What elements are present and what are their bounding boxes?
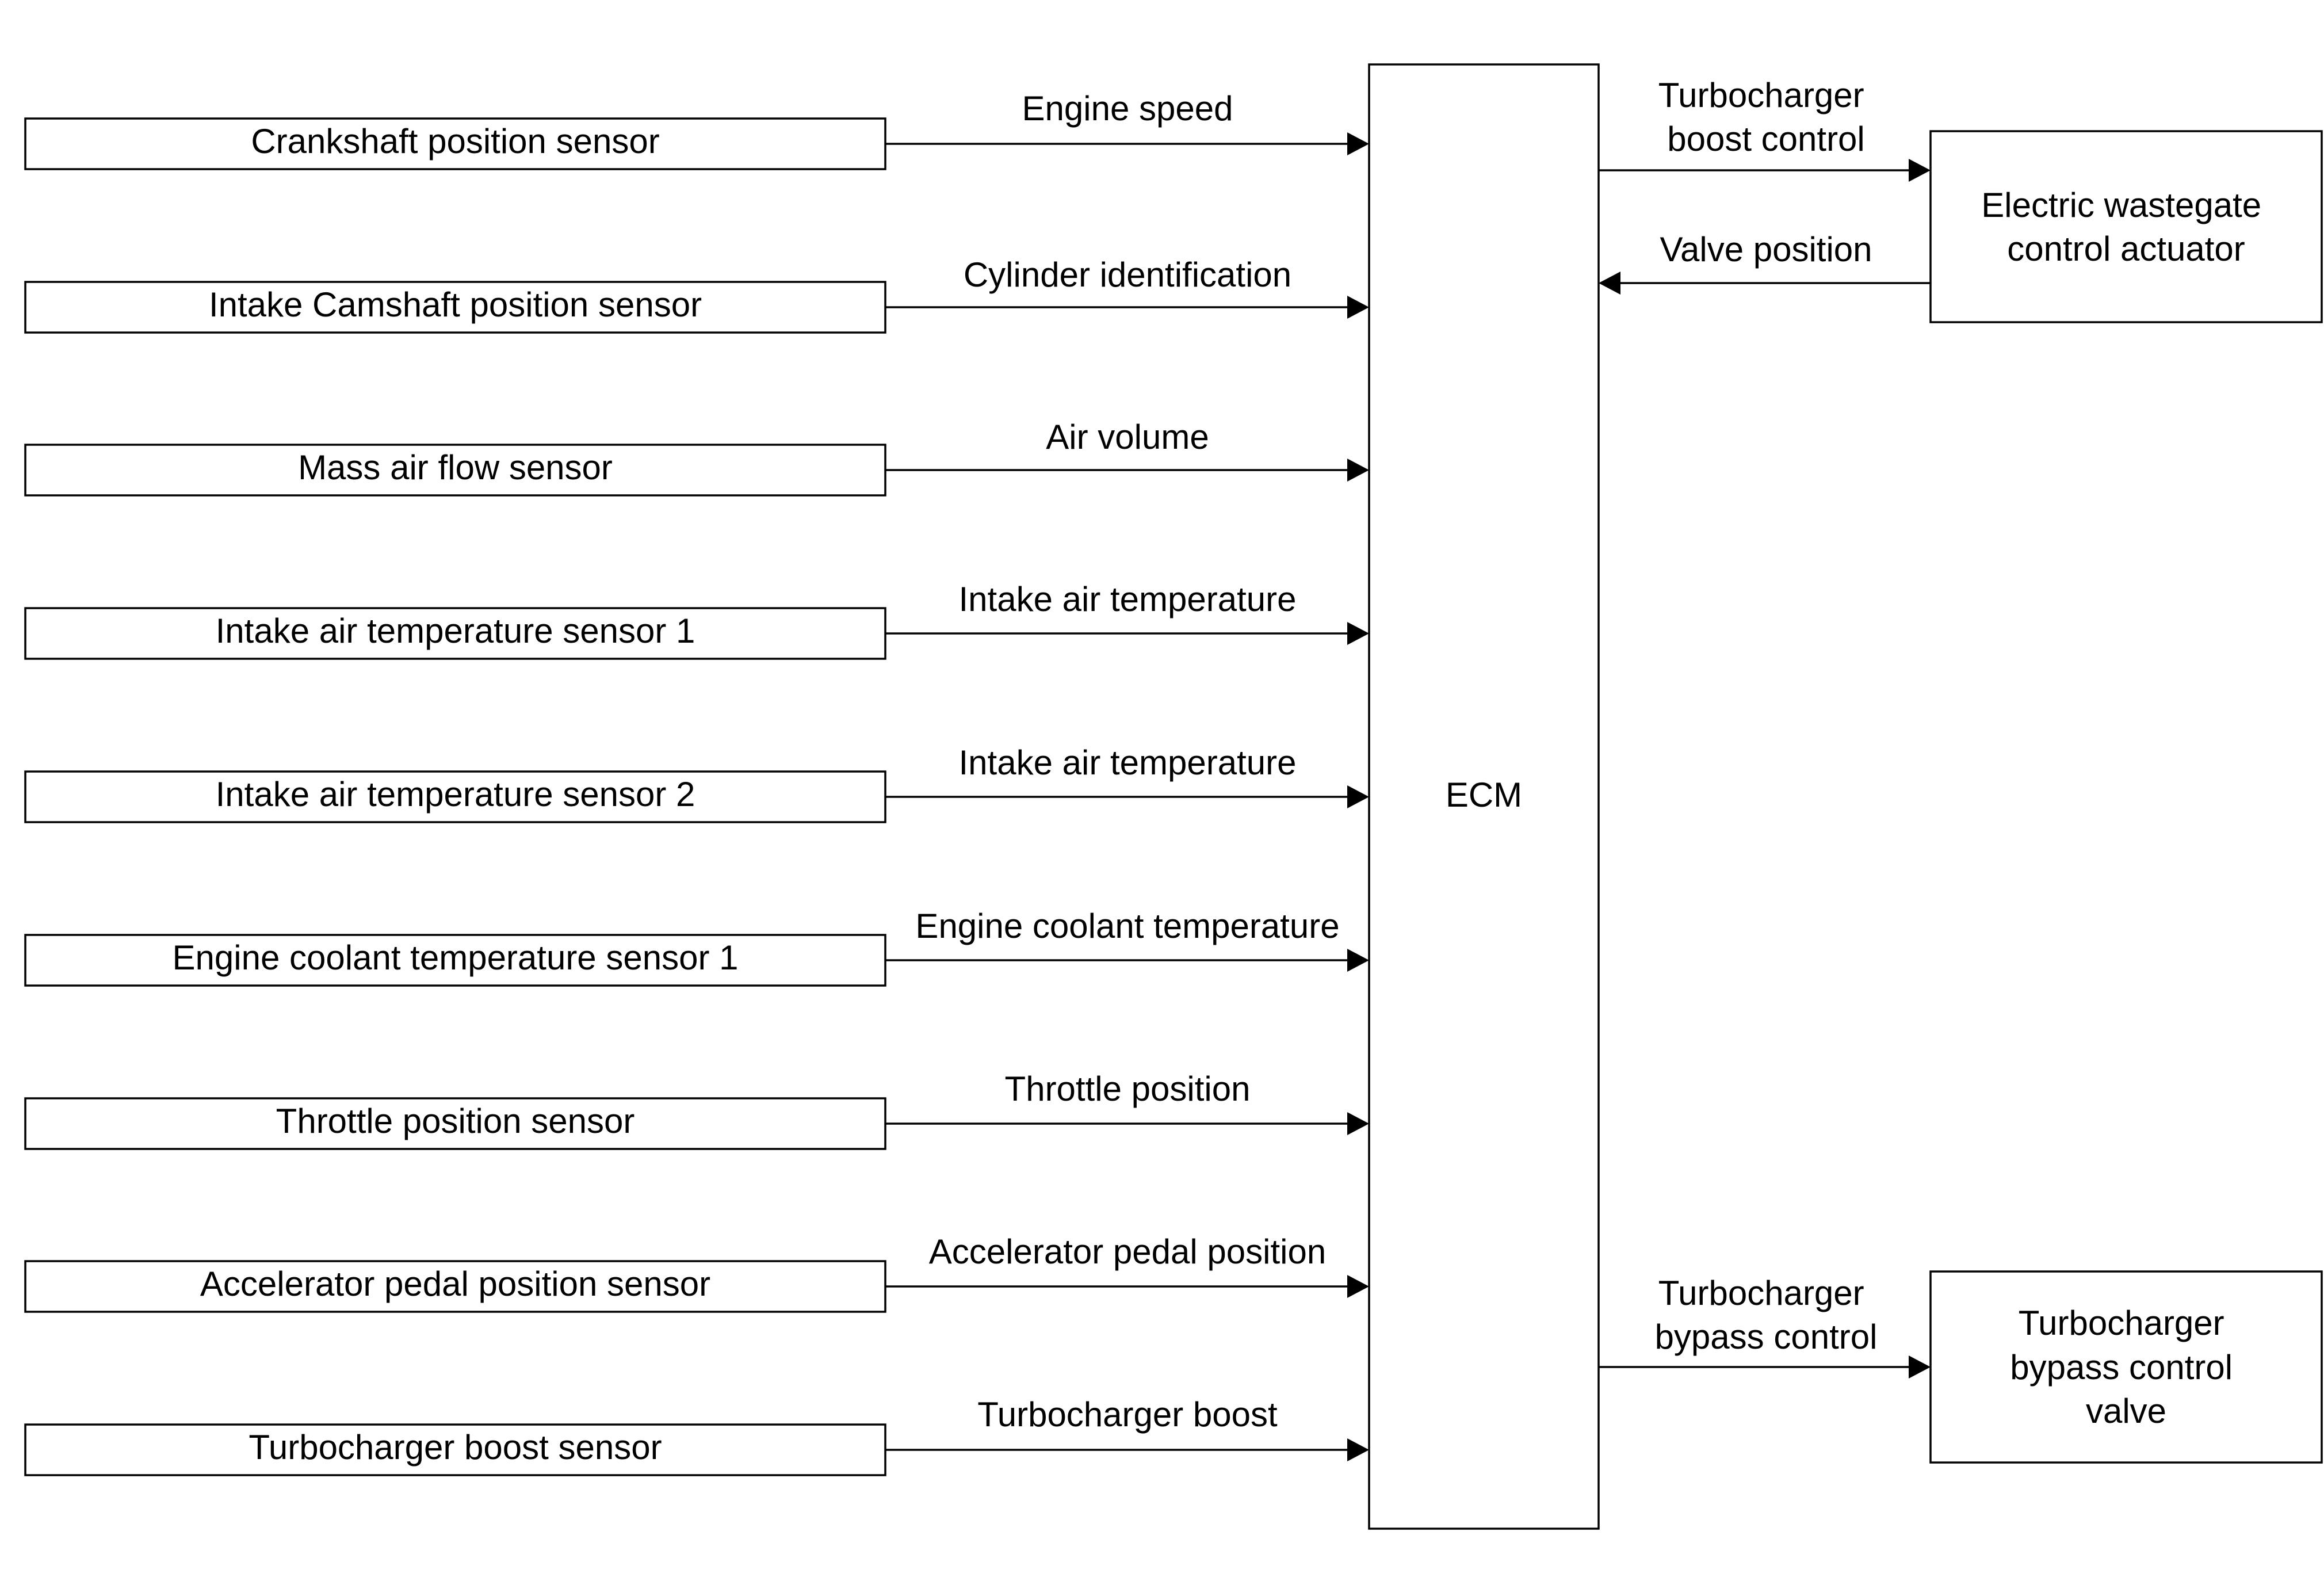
output-signal-line: bypass control xyxy=(1655,1318,1878,1356)
actuator-label-line: bypass control xyxy=(2010,1348,2233,1387)
sensor-row-intake-camshaft: Intake Camshaft position sensor Cylinder… xyxy=(24,255,1369,334)
arrowhead-icon xyxy=(1347,1112,1369,1135)
actuator-wastegate: Electric wastegate control actuator Turb… xyxy=(1599,76,2323,323)
sensor-row-turbocharger-boost: Turbocharger boost sensor Turbocharger b… xyxy=(24,1395,1369,1476)
sensor-label: Accelerator pedal position sensor xyxy=(200,1265,710,1303)
ecm-label: ECM xyxy=(1446,776,1522,814)
output-signal-line: Turbocharger xyxy=(1658,1274,1864,1312)
sensor-row-intake-air-temp-1: Intake air temperature sensor 1 Intake a… xyxy=(24,580,1369,660)
signal-label: Throttle position xyxy=(1005,1070,1251,1108)
sensor-row-engine-coolant-temp: Engine coolant temperature sensor 1 Engi… xyxy=(24,907,1369,987)
arrowhead-icon xyxy=(1599,272,1620,295)
signal-label: Intake air temperature xyxy=(959,743,1297,782)
actuator-label-line: Electric wastegate xyxy=(1981,186,2261,224)
sensor-box xyxy=(24,117,886,170)
sensor-box xyxy=(24,607,886,660)
arrowhead-icon xyxy=(1909,1355,1931,1379)
signal-label: Cylinder identification xyxy=(964,255,1291,294)
signal-label: Accelerator pedal position xyxy=(929,1232,1326,1271)
feedback-signal-label: Valve position xyxy=(1660,230,1872,269)
sensor-label: Intake air temperature sensor 1 xyxy=(216,612,695,650)
signal-label: Engine coolant temperature xyxy=(915,907,1339,945)
sensor-box xyxy=(24,770,886,823)
sensor-label: Crankshaft position sensor xyxy=(251,122,659,161)
arrowhead-icon xyxy=(1347,296,1369,319)
actuator-label-line: control actuator xyxy=(2007,230,2245,268)
sensor-box xyxy=(24,934,886,987)
arrowhead-icon xyxy=(1347,622,1369,645)
sensor-box xyxy=(24,444,886,497)
signal-label: Engine speed xyxy=(1022,89,1233,128)
actuator-label-line: valve xyxy=(2086,1392,2166,1430)
output-signal-label: Turbocharger boost control xyxy=(1658,76,1874,158)
sensor-row-throttle-position: Throttle position sensor Throttle positi… xyxy=(24,1070,1369,1150)
arrowhead-icon xyxy=(1909,159,1931,182)
arrowhead-icon xyxy=(1347,132,1369,155)
sensor-box xyxy=(24,281,886,334)
sensor-row-crankshaft: Crankshaft position sensor Engine speed xyxy=(24,89,1369,170)
actuator-box xyxy=(1929,1270,2323,1464)
sensor-label: Turbocharger boost sensor xyxy=(249,1428,662,1467)
sensor-label: Throttle position sensor xyxy=(276,1102,635,1140)
actuator-label: Electric wastegate control actuator xyxy=(1981,186,2271,268)
arrowhead-icon xyxy=(1347,1438,1369,1461)
sensor-row-accelerator-pedal: Accelerator pedal position sensor Accele… xyxy=(24,1232,1369,1313)
ecm-box xyxy=(1368,63,1600,1530)
ecm-block: ECM xyxy=(1368,63,1600,1530)
arrowhead-icon xyxy=(1347,785,1369,808)
signal-label: Intake air temperature xyxy=(959,580,1297,618)
arrowhead-icon xyxy=(1347,459,1369,482)
actuator-bypass-valve: Turbocharger bypass control valve Turboc… xyxy=(1599,1270,2323,1464)
sensor-box xyxy=(24,1097,886,1150)
arrowhead-icon xyxy=(1347,1275,1369,1298)
arrowhead-icon xyxy=(1347,949,1369,972)
signal-label: Air volume xyxy=(1046,418,1209,456)
output-signal-line: Turbocharger xyxy=(1658,76,1864,114)
signal-label: Turbocharger boost xyxy=(977,1395,1278,1434)
actuator-box xyxy=(1929,130,2323,323)
sensor-label: Intake air temperature sensor 2 xyxy=(216,775,695,814)
actuator-label-line: Turbocharger xyxy=(2019,1304,2224,1342)
sensor-box xyxy=(24,1260,886,1313)
output-signal-line: boost control xyxy=(1667,120,1865,158)
sensor-label: Intake Camshaft position sensor xyxy=(209,285,702,324)
actuator-label: Turbocharger bypass control valve xyxy=(2010,1304,2242,1430)
output-signal-label: Turbocharger bypass control xyxy=(1655,1274,1878,1356)
sensor-label: Engine coolant temperature sensor 1 xyxy=(173,938,739,977)
sensor-row-mass-air-flow: Mass air flow sensor Air volume xyxy=(24,418,1369,497)
sensor-row-intake-air-temp-2: Intake air temperature sensor 2 Intake a… xyxy=(24,743,1369,823)
sensor-label: Mass air flow sensor xyxy=(298,448,613,487)
